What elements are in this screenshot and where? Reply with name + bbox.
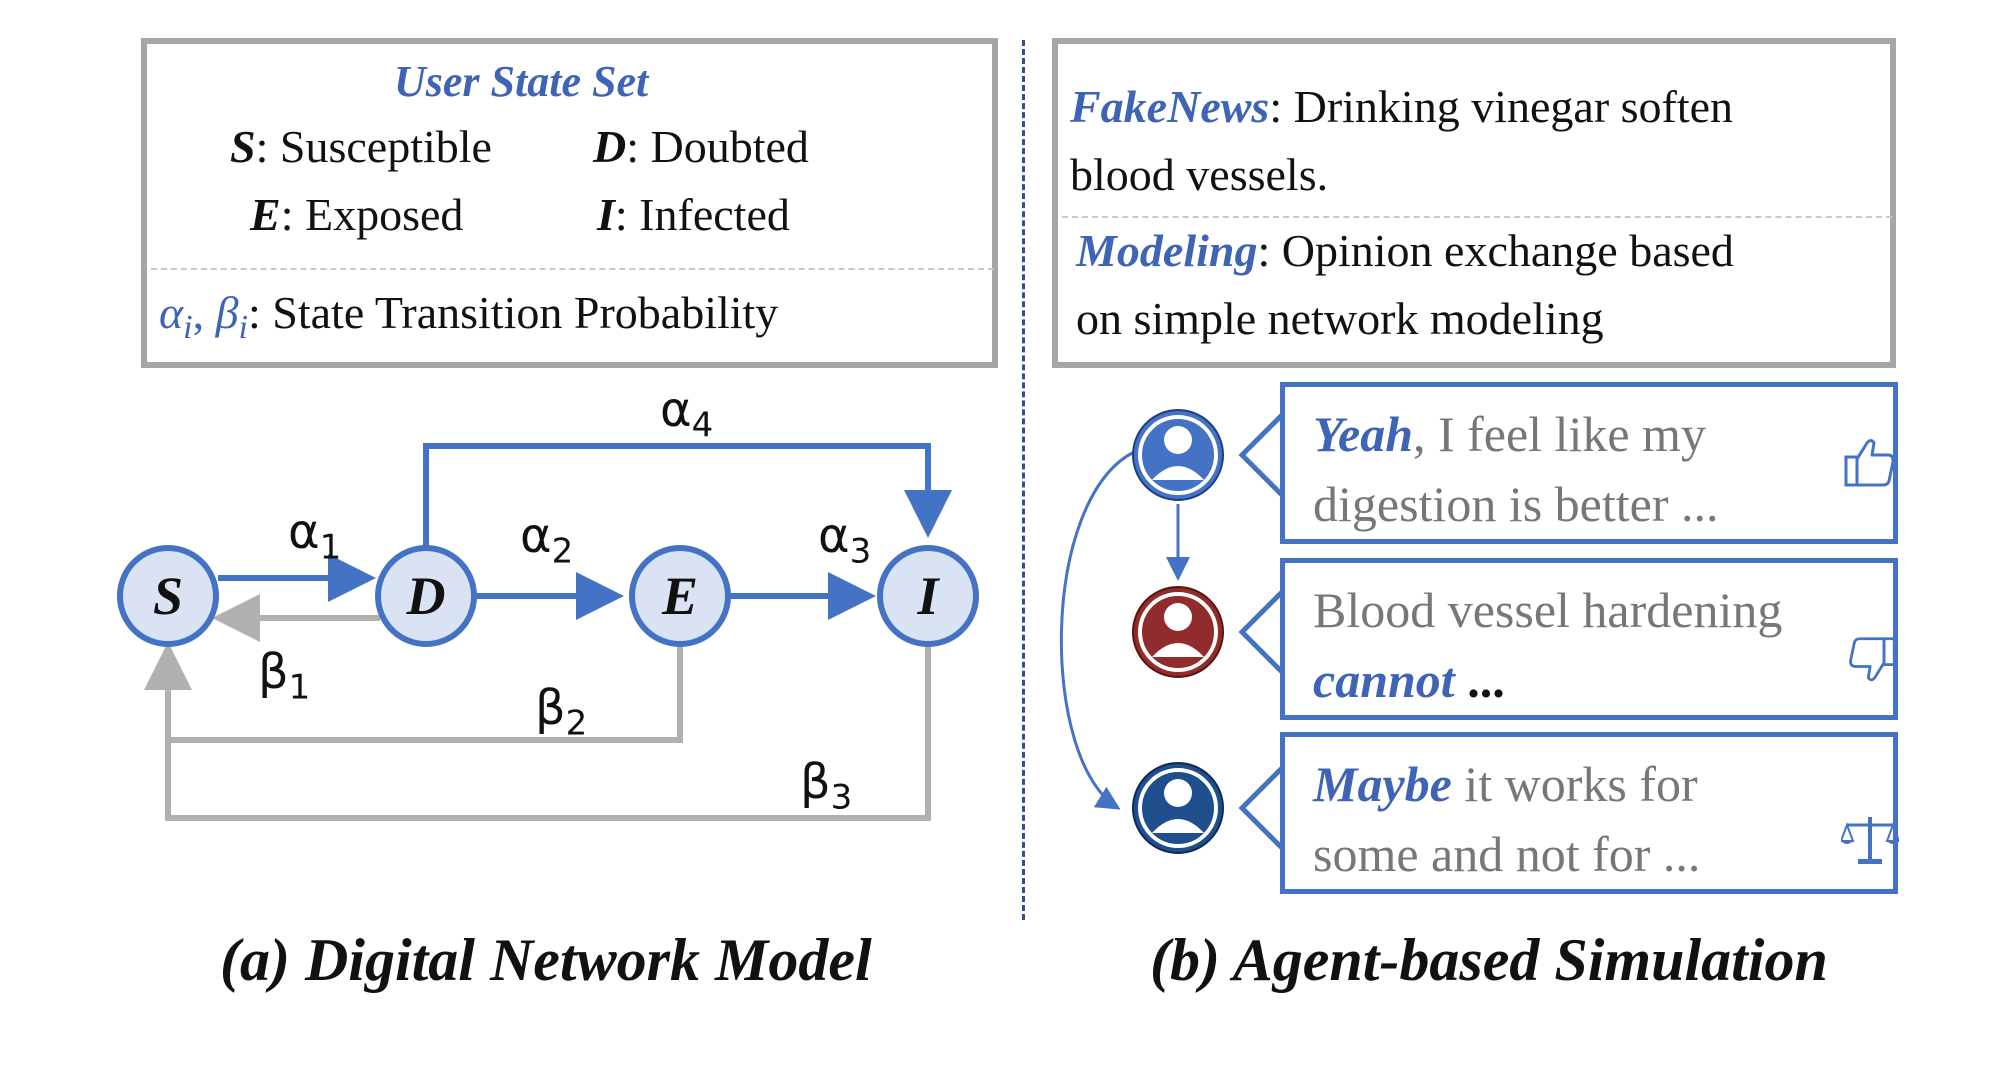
svg-text:S: S — [153, 566, 183, 626]
modeling-line-2: on simple network modeling — [1076, 293, 1604, 344]
fake-news-info-box: FakeNews: Drinking vinegar soften blood … — [1052, 38, 1896, 368]
comment-2-line-2: cannot ... — [1313, 652, 1505, 708]
legend-item-infected: I: Infected — [597, 189, 790, 240]
comment-1-line-2: digestion is better ... — [1313, 476, 1719, 532]
label-alpha1: α1 — [288, 504, 342, 568]
state-legend-box: User State Set S: Susceptible D: Doubted… — [141, 38, 998, 368]
legend-divider — [151, 268, 994, 270]
comment-bubble-3: Maybe it works for some and not for ... — [1280, 732, 1899, 894]
node-s: S — [117, 545, 219, 647]
label-alpha4: α4 — [660, 382, 714, 446]
state-transition-diagram: S D E I — [117, 443, 979, 821]
svg-text:D: D — [406, 566, 446, 626]
agent-avatar-1 — [1132, 409, 1224, 501]
bubble-pointer-1 — [1238, 413, 1284, 497]
node-e: E — [629, 545, 731, 647]
edge-alpha4-d-to-i — [423, 443, 952, 546]
caption-b: (b) Agent-based Simulation — [1150, 927, 1828, 993]
svg-text:I: I — [916, 566, 940, 626]
thumbs-up-icon — [1844, 439, 1895, 487]
agent-link-1-to-3 — [1059, 450, 1135, 810]
legend-item-doubted: D: Doubted — [593, 121, 809, 172]
comment-3-line-1: Maybe it works for — [1313, 756, 1698, 812]
panel-separator — [1022, 40, 1025, 920]
node-d: D — [375, 545, 477, 647]
info-divider — [1062, 216, 1892, 218]
agent-graph — [1059, 409, 1284, 854]
fake-news-line-1: FakeNews: Drinking vinegar soften — [1070, 81, 1734, 132]
label-beta3: β3 — [800, 754, 853, 818]
edge-beta2-e-to-s — [168, 642, 683, 743]
comment-1-line-1: Yeah, I feel like my — [1313, 406, 1706, 462]
fake-news-line-2: blood vessels. — [1070, 149, 1329, 200]
comment-2-line-1: Blood vessel hardening — [1313, 582, 1783, 638]
comment-bubble-1: Yeah, I feel like my digestion is better… — [1280, 382, 1898, 544]
edge-beta3-i-to-s — [144, 642, 931, 821]
transition-probability-label: αi, βi: State Transition Probability — [159, 287, 779, 347]
legend-title: User State Set — [394, 57, 649, 106]
bubble-pointer-2 — [1238, 590, 1284, 674]
agent-avatar-3 — [1132, 762, 1224, 854]
legend-item-exposed: E: Exposed — [250, 189, 464, 240]
svg-text:E: E — [661, 566, 698, 626]
comment-3-line-2: some and not for ... — [1313, 826, 1701, 882]
thumbs-down-icon — [1849, 637, 1896, 682]
comment-bubble-2: Blood vessel hardening cannot ... — [1280, 558, 1898, 720]
node-i: I — [877, 545, 979, 647]
legend-item-susceptible: S: Susceptible — [230, 121, 492, 172]
modeling-line-1: Modeling: Opinion exchange based — [1076, 225, 1734, 276]
label-alpha3: α3 — [818, 508, 872, 572]
caption-a: (a) Digital Network Model — [220, 927, 872, 993]
agent-avatar-2 — [1132, 586, 1224, 678]
label-alpha2: α2 — [520, 508, 574, 572]
label-beta1: β1 — [258, 644, 311, 708]
bubble-pointer-3 — [1238, 766, 1284, 850]
label-beta2: β2 — [535, 680, 588, 744]
balance-scale-icon — [1841, 817, 1899, 864]
